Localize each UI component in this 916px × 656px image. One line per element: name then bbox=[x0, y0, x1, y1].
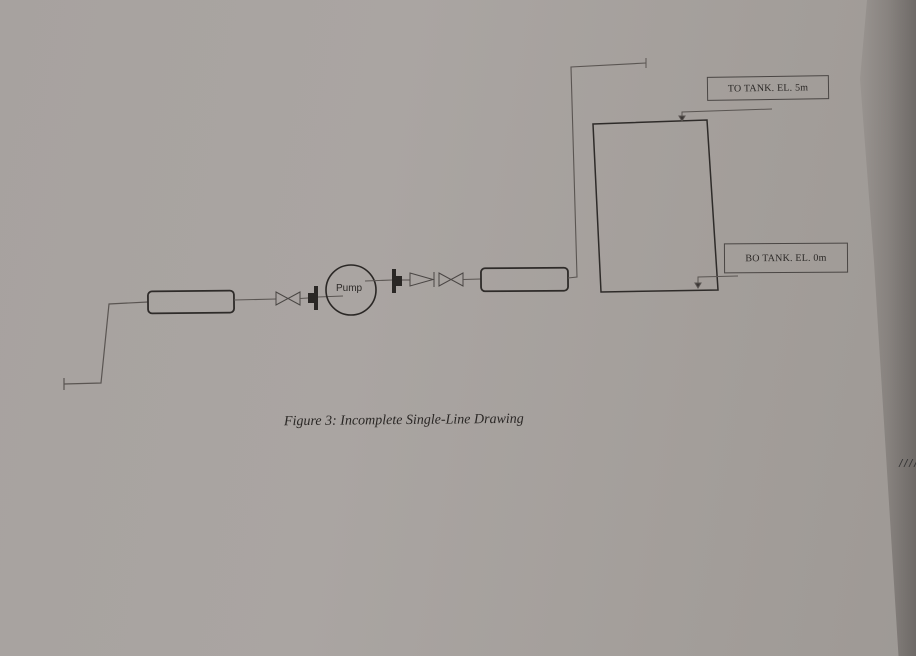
pipe-line bbox=[233, 298, 277, 301]
top-inlet-arrow-icon bbox=[678, 108, 773, 122]
gate-valve-discharge-icon bbox=[438, 272, 464, 287]
bo-tank-label: BO TANK. EL. 0m bbox=[723, 242, 849, 274]
suction-pipe-segment bbox=[147, 289, 235, 315]
pump-label: Pump bbox=[336, 283, 363, 294]
figure-caption: Figure 3: Incomplete Single-Line Drawing bbox=[283, 411, 524, 430]
to-tank-label: TO TANK. EL. 5m bbox=[706, 75, 830, 101]
bottom-outlet-arrow-icon bbox=[694, 275, 739, 289]
riser-line bbox=[567, 62, 647, 279]
flange-suction-icon bbox=[308, 286, 318, 310]
suction-inlet-line bbox=[63, 301, 149, 390]
pump-icon bbox=[325, 264, 377, 316]
tank-outline bbox=[592, 119, 719, 293]
gate-valve-suction-icon bbox=[275, 291, 301, 306]
discharge-pipe-segment bbox=[480, 266, 569, 293]
check-valve-icon bbox=[409, 272, 435, 287]
edge-hatch-mark: //// bbox=[898, 458, 916, 469]
flange-discharge-icon bbox=[392, 269, 402, 293]
